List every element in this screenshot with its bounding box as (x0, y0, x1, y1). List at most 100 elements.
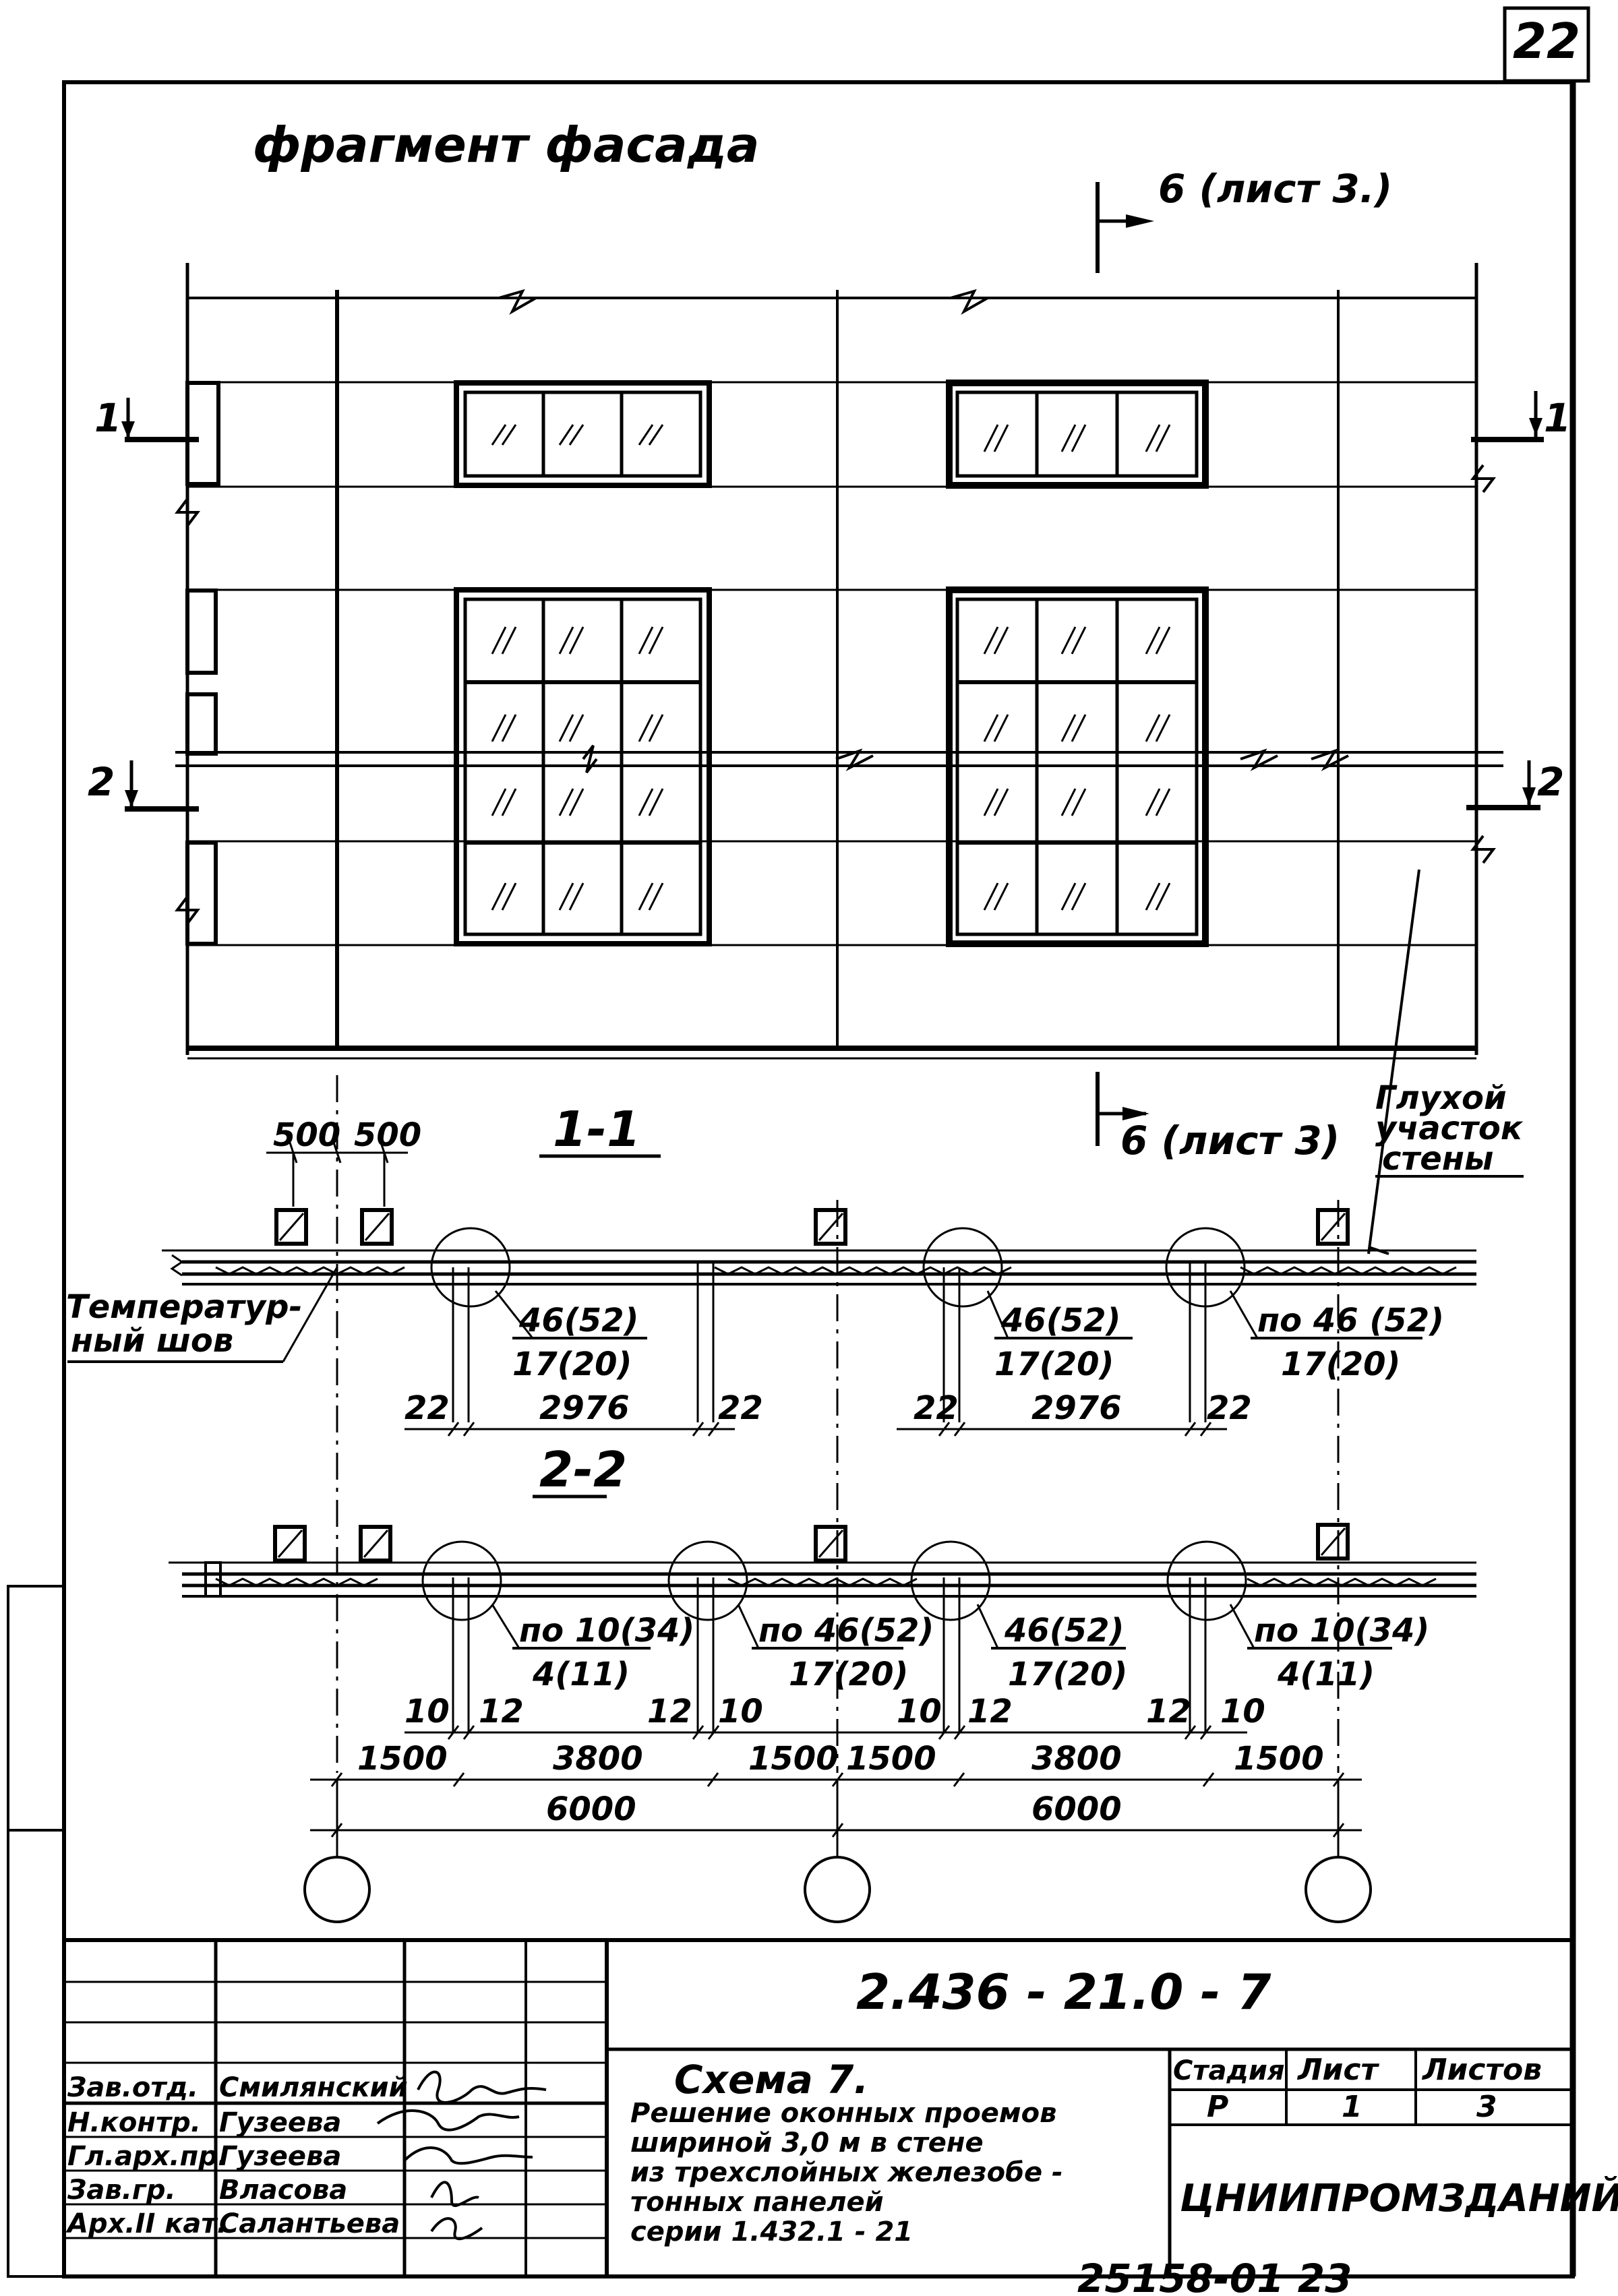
window-lower-right (946, 586, 1209, 947)
d1500-c: 1500 (846, 1740, 936, 1778)
section-mark-2-right: 2 (1537, 759, 1564, 805)
role-3: Зав.гр. (67, 2175, 176, 2206)
window-lower-left (454, 587, 712, 946)
callout-b-top: 46(52) (1000, 1302, 1120, 1339)
section-1-dim-line: 22 2976 22 22 2976 22 (404, 1389, 1252, 1437)
s2-callout-c-bottom: 17(20) (1008, 1656, 1127, 1693)
sheets-label: Листов (1421, 2053, 1542, 2087)
name-2: Гузеева (219, 2141, 341, 2172)
gap-22-c: 22 (913, 1389, 959, 1427)
section-ref-top-label: 6 (лист 3.) (1158, 166, 1392, 212)
gap-22-d: 22 (1207, 1389, 1252, 1427)
d12-c: 12 (967, 1693, 1013, 1730)
role-0: Зав.отд. (67, 2072, 198, 2103)
s2-callout-b-top: по 46(52) (758, 1612, 934, 1650)
section-ref-bottom: 6 (лист 3) (1096, 1072, 1340, 1164)
section-marker-1-right: 1 (1471, 391, 1571, 442)
description-4: тонных панелей (630, 2187, 884, 2218)
d10-b: 10 (718, 1693, 763, 1730)
section-2-title: 2-2 (539, 1441, 627, 1498)
section-1-title: 1-1 (553, 1101, 640, 1157)
sheets-value: 3 (1476, 2090, 1497, 2124)
description-3: из трехслойных железобе - (630, 2157, 1063, 2188)
organization: ЦНИИПРОМЗДАНИЙ (1180, 2176, 1618, 2221)
blind-wall-note-line3: стены (1382, 1140, 1493, 1178)
section-ref-top: 6 (лист 3.) (1096, 166, 1392, 273)
d3800-b: 3800 (1031, 1740, 1122, 1778)
gap-22-b: 22 (718, 1389, 763, 1427)
section-mark-1-left: 1 (94, 395, 121, 441)
callout-c-bottom: 17(20) (1281, 1346, 1400, 1383)
d12-b: 12 (647, 1693, 692, 1730)
s2-callout-d-bottom: 4(11) (1277, 1656, 1375, 1693)
name-4: Салантьева (219, 2208, 400, 2239)
name-0: Смилянский (219, 2072, 408, 2103)
d12-a: 12 (479, 1693, 524, 1730)
title-block-description: Схема 7. Решение оконных проемов шириной… (630, 2057, 1063, 2247)
title-block-names: Смилянский Гузеева Гузеева Власова Салан… (219, 2072, 408, 2239)
section-1-dim-500: 500 500 (266, 1116, 421, 1207)
page-number: 22 (1513, 13, 1580, 69)
facade-wall (175, 263, 1503, 1060)
role-1: Н.контр. (67, 2107, 201, 2138)
description-0: Схема 7. (674, 2057, 868, 2103)
d10-a: 10 (404, 1693, 450, 1730)
role-4: Арх.II кат. (65, 2208, 227, 2239)
facade-title: фрагмент фасада (253, 117, 759, 173)
d3800-a: 3800 (553, 1740, 643, 1778)
d1500-b: 1500 (748, 1740, 839, 1778)
s2-callout-d-top: по 10(34) (1254, 1612, 1429, 1650)
stage-label: Стадия (1173, 2055, 1285, 2086)
section-2-wall (169, 1523, 1476, 1732)
d12-d: 12 (1146, 1693, 1191, 1730)
callout-b-bottom: 17(20) (994, 1346, 1114, 1383)
document-code: 2.436 - 21.0 - 7 (856, 1964, 1271, 2020)
title-block-stage: Стадия Лист Листов Р 1 3 ЦНИИПРОМЗДАНИЙ (1173, 2053, 1618, 2221)
dim-500-left: 500 (273, 1116, 340, 1154)
s2-callout-b-bottom: 17(20) (789, 1656, 908, 1693)
section-2-callouts: по 10(34) 4(11) по 46(52) 17(20) 46(52) … (491, 1604, 1429, 1693)
opening-2976-b: 2976 (1031, 1389, 1122, 1427)
d10-c: 10 (897, 1693, 942, 1730)
axis-bubbles (303, 1780, 1372, 1923)
s2-callout-a-top: по 10(34) (519, 1612, 694, 1650)
window-upper-right (946, 380, 1209, 489)
expansion-joint-line2: ный шов (71, 1322, 233, 1360)
axis-lines (336, 1075, 1340, 1773)
section-1-wall (162, 1208, 1476, 1422)
title-block-roles: Зав.отд. Н.контр. Гл.арх.пр. Зав.гр. Арх… (65, 2072, 228, 2239)
expansion-joint-note: Температур- ный шов (66, 1267, 338, 1363)
blind-wall-note: Глухой участок стены (1367, 869, 1524, 1255)
name-3: Власова (219, 2175, 347, 2206)
window-upper-left (454, 380, 712, 488)
section-2-dim-line-2: 1500 3800 1500 1500 3800 1500 (310, 1740, 1362, 1787)
section-marker-2-right: 2 (1466, 759, 1564, 810)
d1500-d: 1500 (1234, 1740, 1324, 1778)
signatures (376, 2070, 547, 2241)
facade-edge-windows (185, 381, 220, 946)
expansion-joint-line1: Температур- (66, 1288, 302, 1326)
blind-wall-note-line2: участок (1375, 1110, 1524, 1147)
section-ref-bottom-label: 6 (лист 3) (1120, 1118, 1340, 1164)
dim-500-right: 500 (354, 1116, 421, 1154)
description-5: серии 1.432.1 - 21 (630, 2216, 913, 2247)
callout-a-bottom: 17(20) (512, 1346, 632, 1383)
opening-2976-a: 2976 (539, 1389, 630, 1427)
section-marker-2-left: 2 (88, 759, 199, 812)
section-mark-2-left: 2 (88, 759, 115, 805)
d1500-a: 1500 (357, 1740, 448, 1778)
callout-c-top: по 46 (52) (1257, 1302, 1444, 1339)
archive-number: 25158-01 23 (1077, 2256, 1352, 2296)
sheet-label: Лист (1296, 2053, 1379, 2087)
gap-22-a: 22 (404, 1389, 450, 1427)
section-1-callouts: 46(52) 17(20) 46(52) 17(20) по 46 (52) 1… (494, 1290, 1444, 1383)
sheet-value: 1 (1342, 2090, 1362, 2124)
section-marker-1-left: 1 (94, 395, 199, 442)
section-mark-1-right: 1 (1544, 395, 1571, 441)
name-1: Гузеева (219, 2107, 341, 2138)
s2-callout-a-bottom: 4(11) (532, 1656, 630, 1693)
s2-callout-c-top: 46(52) (1004, 1612, 1124, 1650)
section-2-dim-line-3: 6000 6000 (310, 1790, 1362, 1838)
description-1: Решение оконных проемов (630, 2098, 1056, 2129)
